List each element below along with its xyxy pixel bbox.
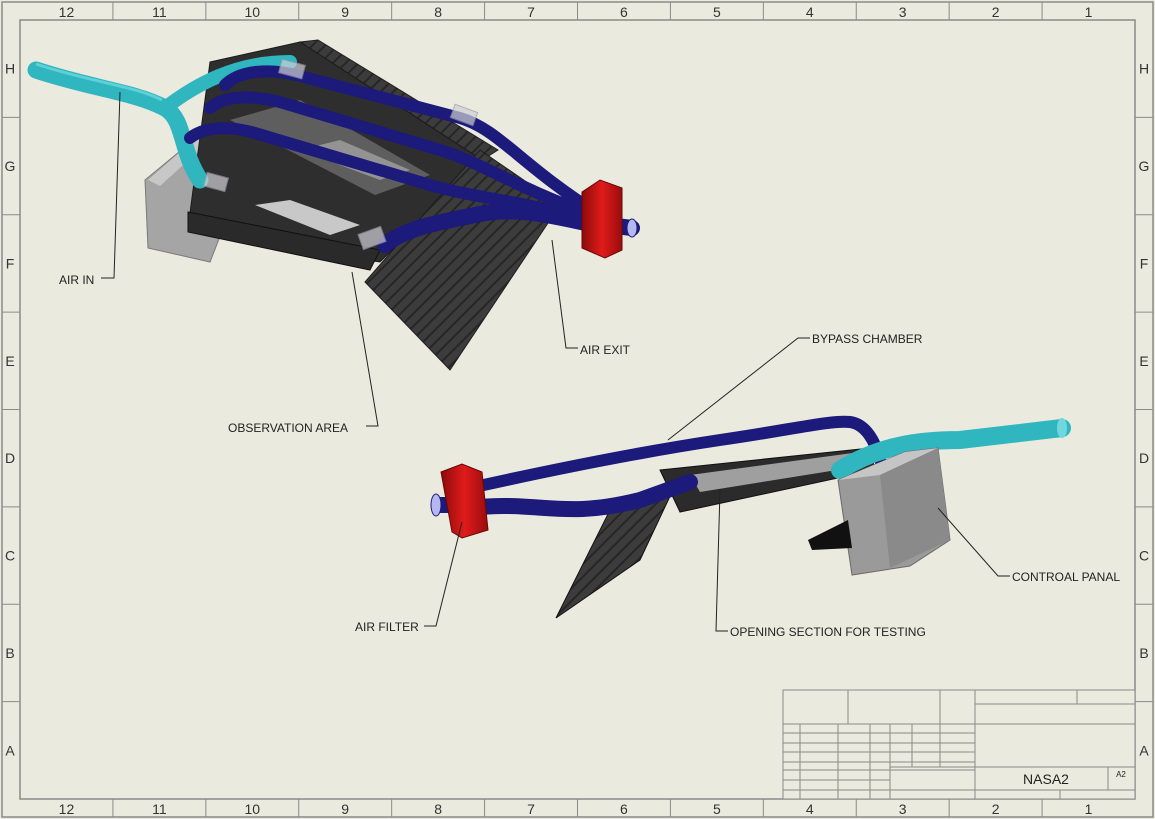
row-label-left: B (5, 645, 14, 661)
column-label-top: 2 (992, 4, 1000, 20)
opening-section-label: OPENING SECTION FOR TESTING (730, 625, 926, 639)
row-label-right: F (1140, 255, 1149, 271)
sheet-size: A2 (1116, 770, 1126, 779)
title-block (782, 689, 1136, 800)
upper-air-exit-filter (581, 179, 623, 259)
drawing-name: NASA2 (1023, 771, 1069, 787)
row-label-right: G (1139, 158, 1150, 174)
lower-assembly-view (430, 415, 1071, 619)
column-label-bottom: 4 (806, 801, 814, 817)
row-label-right: A (1139, 742, 1149, 758)
column-label-top: 11 (152, 4, 167, 20)
observation-area-label: OBSERVATION AREA (228, 421, 348, 435)
column-label-bottom: 11 (152, 801, 167, 817)
row-label-right: H (1139, 61, 1149, 77)
column-label-bottom: 5 (713, 801, 721, 817)
air-filter-label: AIR FILTER (355, 620, 419, 634)
column-label-top: 10 (245, 4, 261, 20)
column-label-top: 12 (59, 4, 75, 20)
bypass-chamber-label: BYPASS CHAMBER (812, 332, 923, 346)
row-label-left: A (5, 742, 15, 758)
row-label-right: B (1139, 645, 1148, 661)
column-label-top: 5 (713, 4, 721, 20)
column-label-bottom: 10 (245, 801, 261, 817)
column-label-bottom: 6 (620, 801, 628, 817)
column-label-bottom: 9 (341, 801, 349, 817)
lower-inlet-pipe (831, 419, 1071, 479)
row-label-left: E (5, 353, 14, 369)
row-label-right: C (1139, 548, 1149, 564)
control-panel-label: CONTROAL PANAL (1012, 570, 1120, 584)
upper-assembly-view (27, 39, 640, 371)
row-label-left: G (5, 158, 16, 174)
column-label-top: 4 (806, 4, 814, 20)
column-label-bottom: 3 (899, 801, 907, 817)
air-exit-label: AIR EXIT (580, 343, 631, 357)
row-label-right: E (1139, 353, 1148, 369)
column-label-bottom: 7 (527, 801, 535, 817)
column-label-bottom: 1 (1085, 801, 1093, 817)
lower-air-filter (440, 463, 489, 539)
row-label-left: D (5, 450, 15, 466)
row-label-left: F (6, 255, 15, 271)
row-label-left: H (5, 61, 15, 77)
column-label-bottom: 12 (59, 801, 75, 817)
column-label-top: 1 (1085, 4, 1093, 20)
column-label-top: 8 (434, 4, 442, 20)
air-in-label: AIR IN (59, 273, 94, 287)
column-label-top: 3 (899, 4, 907, 20)
leader-lines (101, 91, 1010, 632)
row-label-right: D (1139, 450, 1149, 466)
column-label-top: 9 (341, 4, 349, 20)
column-label-top: 7 (527, 4, 535, 20)
column-label-bottom: 2 (992, 801, 1000, 817)
column-label-bottom: 8 (434, 801, 442, 817)
row-label-left: C (5, 548, 15, 564)
column-label-top: 6 (620, 4, 628, 20)
